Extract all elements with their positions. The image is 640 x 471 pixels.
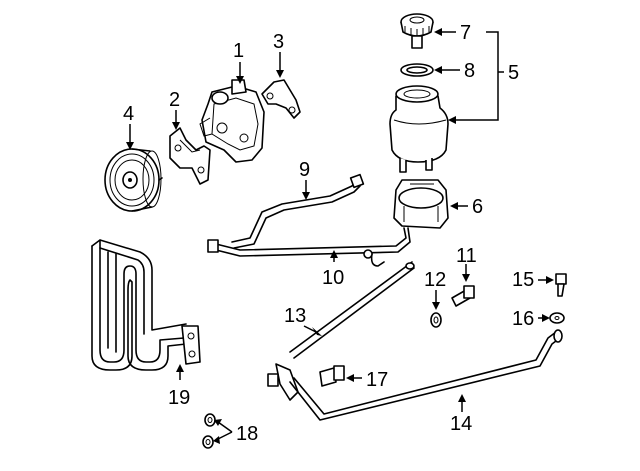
callout-16: 16 xyxy=(512,308,534,330)
feed-line xyxy=(267,261,415,401)
reservoir-cap xyxy=(400,13,434,49)
callout-12: 12 xyxy=(424,269,446,291)
hex-bolt xyxy=(555,273,567,297)
callout-9: 9 xyxy=(299,159,310,181)
pulley xyxy=(104,148,163,212)
pressure-line xyxy=(207,227,411,267)
return-hose xyxy=(231,173,365,249)
callout-4: 4 xyxy=(123,103,134,125)
callout-5: 5 xyxy=(508,62,519,84)
callout-3: 3 xyxy=(273,31,284,53)
hose-fitting xyxy=(319,365,345,387)
washer xyxy=(549,312,565,324)
callout-7: 7 xyxy=(460,22,471,44)
callout-10: 10 xyxy=(322,267,344,289)
power-steering-pump xyxy=(199,79,265,163)
reservoir-bracket xyxy=(393,179,449,229)
callout-14: 14 xyxy=(450,413,472,435)
banjo-bolt xyxy=(451,285,475,307)
callout-labels: 1 2 3 4 5 6 7 8 9 10 11 12 13 14 15 16 1… xyxy=(123,22,534,445)
sealing-washer xyxy=(430,312,442,328)
mounting-bracket xyxy=(169,127,211,185)
callout-11: 11 xyxy=(456,245,477,267)
callout-13: 13 xyxy=(284,305,306,327)
return-line xyxy=(289,329,563,421)
callout-18: 18 xyxy=(236,423,258,445)
callout-15: 15 xyxy=(512,269,534,291)
fluid-reservoir xyxy=(389,85,449,173)
callout-17: 17 xyxy=(366,369,388,391)
callout-6: 6 xyxy=(472,196,483,218)
leader-lines xyxy=(126,28,554,444)
callout-8: 8 xyxy=(464,60,475,82)
callout-1: 1 xyxy=(233,40,244,62)
oil-cooler xyxy=(91,239,201,371)
o-rings xyxy=(202,413,216,449)
pump-bracket xyxy=(261,79,301,119)
seal-ring xyxy=(400,63,434,77)
callout-2: 2 xyxy=(169,89,180,111)
callout-19: 19 xyxy=(168,387,190,409)
